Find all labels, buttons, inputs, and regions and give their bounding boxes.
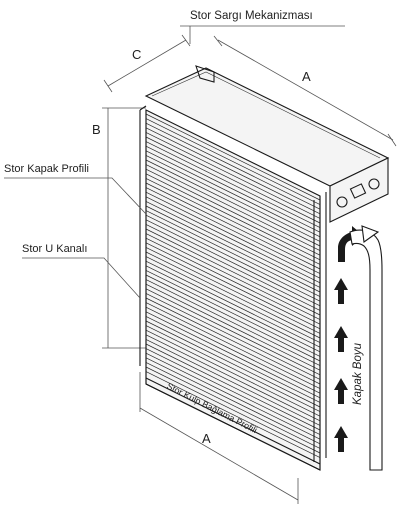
slat-line (145, 288, 321, 376)
end-plate-slot (349, 183, 367, 199)
dimension-c: C (103, 34, 191, 93)
slat-line (145, 191, 321, 279)
slat-line (145, 352, 321, 440)
slat-line (145, 357, 321, 445)
label-u-channel: Stor U Kanalı (22, 243, 87, 255)
slat-line (145, 270, 321, 357)
slat-line (145, 311, 321, 399)
slat-line (145, 265, 321, 353)
slat-line (145, 348, 321, 435)
slat-line (145, 122, 321, 210)
slat-line (145, 325, 321, 412)
slat-line (145, 320, 321, 408)
end-plate-hole-right (368, 178, 380, 190)
slat-line (145, 219, 321, 307)
slat-line (145, 187, 321, 274)
slat-line (145, 233, 321, 320)
slat-line (145, 196, 321, 284)
slat-line (145, 334, 321, 422)
up-arrow-icon (334, 426, 348, 452)
slat-line (145, 279, 321, 366)
slat-line (145, 205, 321, 293)
slat-line (145, 228, 321, 316)
slat-line (145, 136, 321, 224)
slat-line (145, 293, 321, 380)
slat-lines (145, 113, 321, 458)
end-plate-hole-left (336, 196, 348, 208)
slat-line (145, 316, 321, 403)
dimension-a-top: A (213, 35, 397, 147)
winding-box (144, 65, 390, 223)
label-height: Kapak Boyu (352, 342, 364, 405)
slat-line (145, 168, 321, 256)
slat-line (145, 173, 321, 261)
slat-line (145, 260, 321, 348)
dimension-b-label: B (92, 122, 101, 137)
slat-line (145, 210, 321, 297)
slat-line (145, 145, 321, 233)
slat-line (145, 302, 321, 389)
slat-line (145, 283, 321, 371)
slat-line (145, 141, 321, 228)
slat-line (145, 274, 321, 362)
u-channel-leader (22, 257, 141, 299)
slat-line (145, 339, 321, 426)
dimension-b: B (92, 107, 146, 349)
slat-line (145, 366, 321, 454)
slat-line (145, 113, 321, 201)
dimension-c-label: C (132, 47, 141, 62)
slat-line (145, 182, 321, 270)
slat-line (145, 256, 321, 343)
dimension-a-bottom-label: A (202, 431, 211, 446)
slat-line (145, 132, 321, 219)
dimension-a-top-label: A (302, 69, 311, 84)
up-arrow-icon (334, 326, 348, 352)
left-u-channel (139, 105, 147, 384)
slat-line (145, 178, 321, 265)
direction-arrows (334, 226, 364, 452)
slat-line (145, 201, 321, 288)
cover-profile-leader (4, 177, 147, 215)
up-arrow-icon (334, 378, 348, 404)
slat-line (145, 242, 321, 330)
slat-line (145, 371, 321, 458)
dimension-a-bottom: A (139, 372, 299, 504)
slat-line (145, 118, 321, 205)
slat-line (145, 251, 321, 339)
label-mechanism: Stor Sargı Mekanizması (190, 10, 313, 22)
slat-line (145, 159, 321, 247)
slat-line (145, 247, 321, 334)
up-arrow-icon (334, 278, 348, 304)
slat-line (145, 237, 321, 325)
slat-line (145, 224, 321, 311)
slat-line (145, 150, 321, 238)
slat-line (145, 164, 321, 251)
right-u-channel (313, 192, 327, 470)
height-arrow: Kapak Boyu (349, 225, 383, 471)
slat-line (145, 343, 321, 431)
slat-line (145, 214, 321, 302)
slat-line (145, 306, 321, 394)
slat-line (145, 127, 321, 215)
slat-line (145, 297, 321, 385)
slat-line (145, 155, 321, 242)
slat-line (145, 362, 321, 449)
slat-line (145, 329, 321, 417)
label-cover-profile: Stor Kapak Profili (4, 163, 89, 175)
